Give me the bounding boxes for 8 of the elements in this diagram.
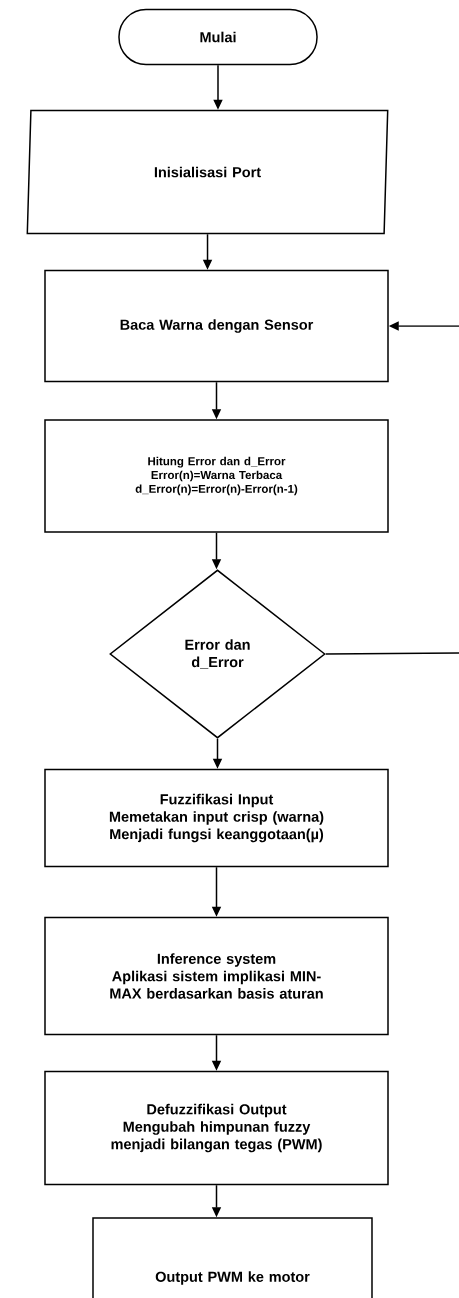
process-box: Inference system Aplikasi sistem implikasi MIN-MAX berdasarkan basis aturan xyxy=(44,916,389,1036)
process-box: Baca Warna dengan Sensor xyxy=(44,269,389,383)
process-box: Output PWM ke motor xyxy=(92,1217,373,1298)
process-box: Hitung Error dan d_Error Error(n)=Warna Terbaca d_Error(n)=Error(n)-Error(n-1) xyxy=(44,419,389,533)
process-box: Fuzzifikasi Input Memetakan input crisp (warna) Menjadi fungsi keanggotaan(µ) xyxy=(44,768,389,868)
process-box: Defuzzifikasi Output Mengubah himpunan fuzzy menjadi bilangan tegas (PWM) xyxy=(44,1070,389,1186)
input-parallelogram: Inisialisasi Port xyxy=(26,109,389,235)
start-terminal: Mulai xyxy=(118,8,318,66)
